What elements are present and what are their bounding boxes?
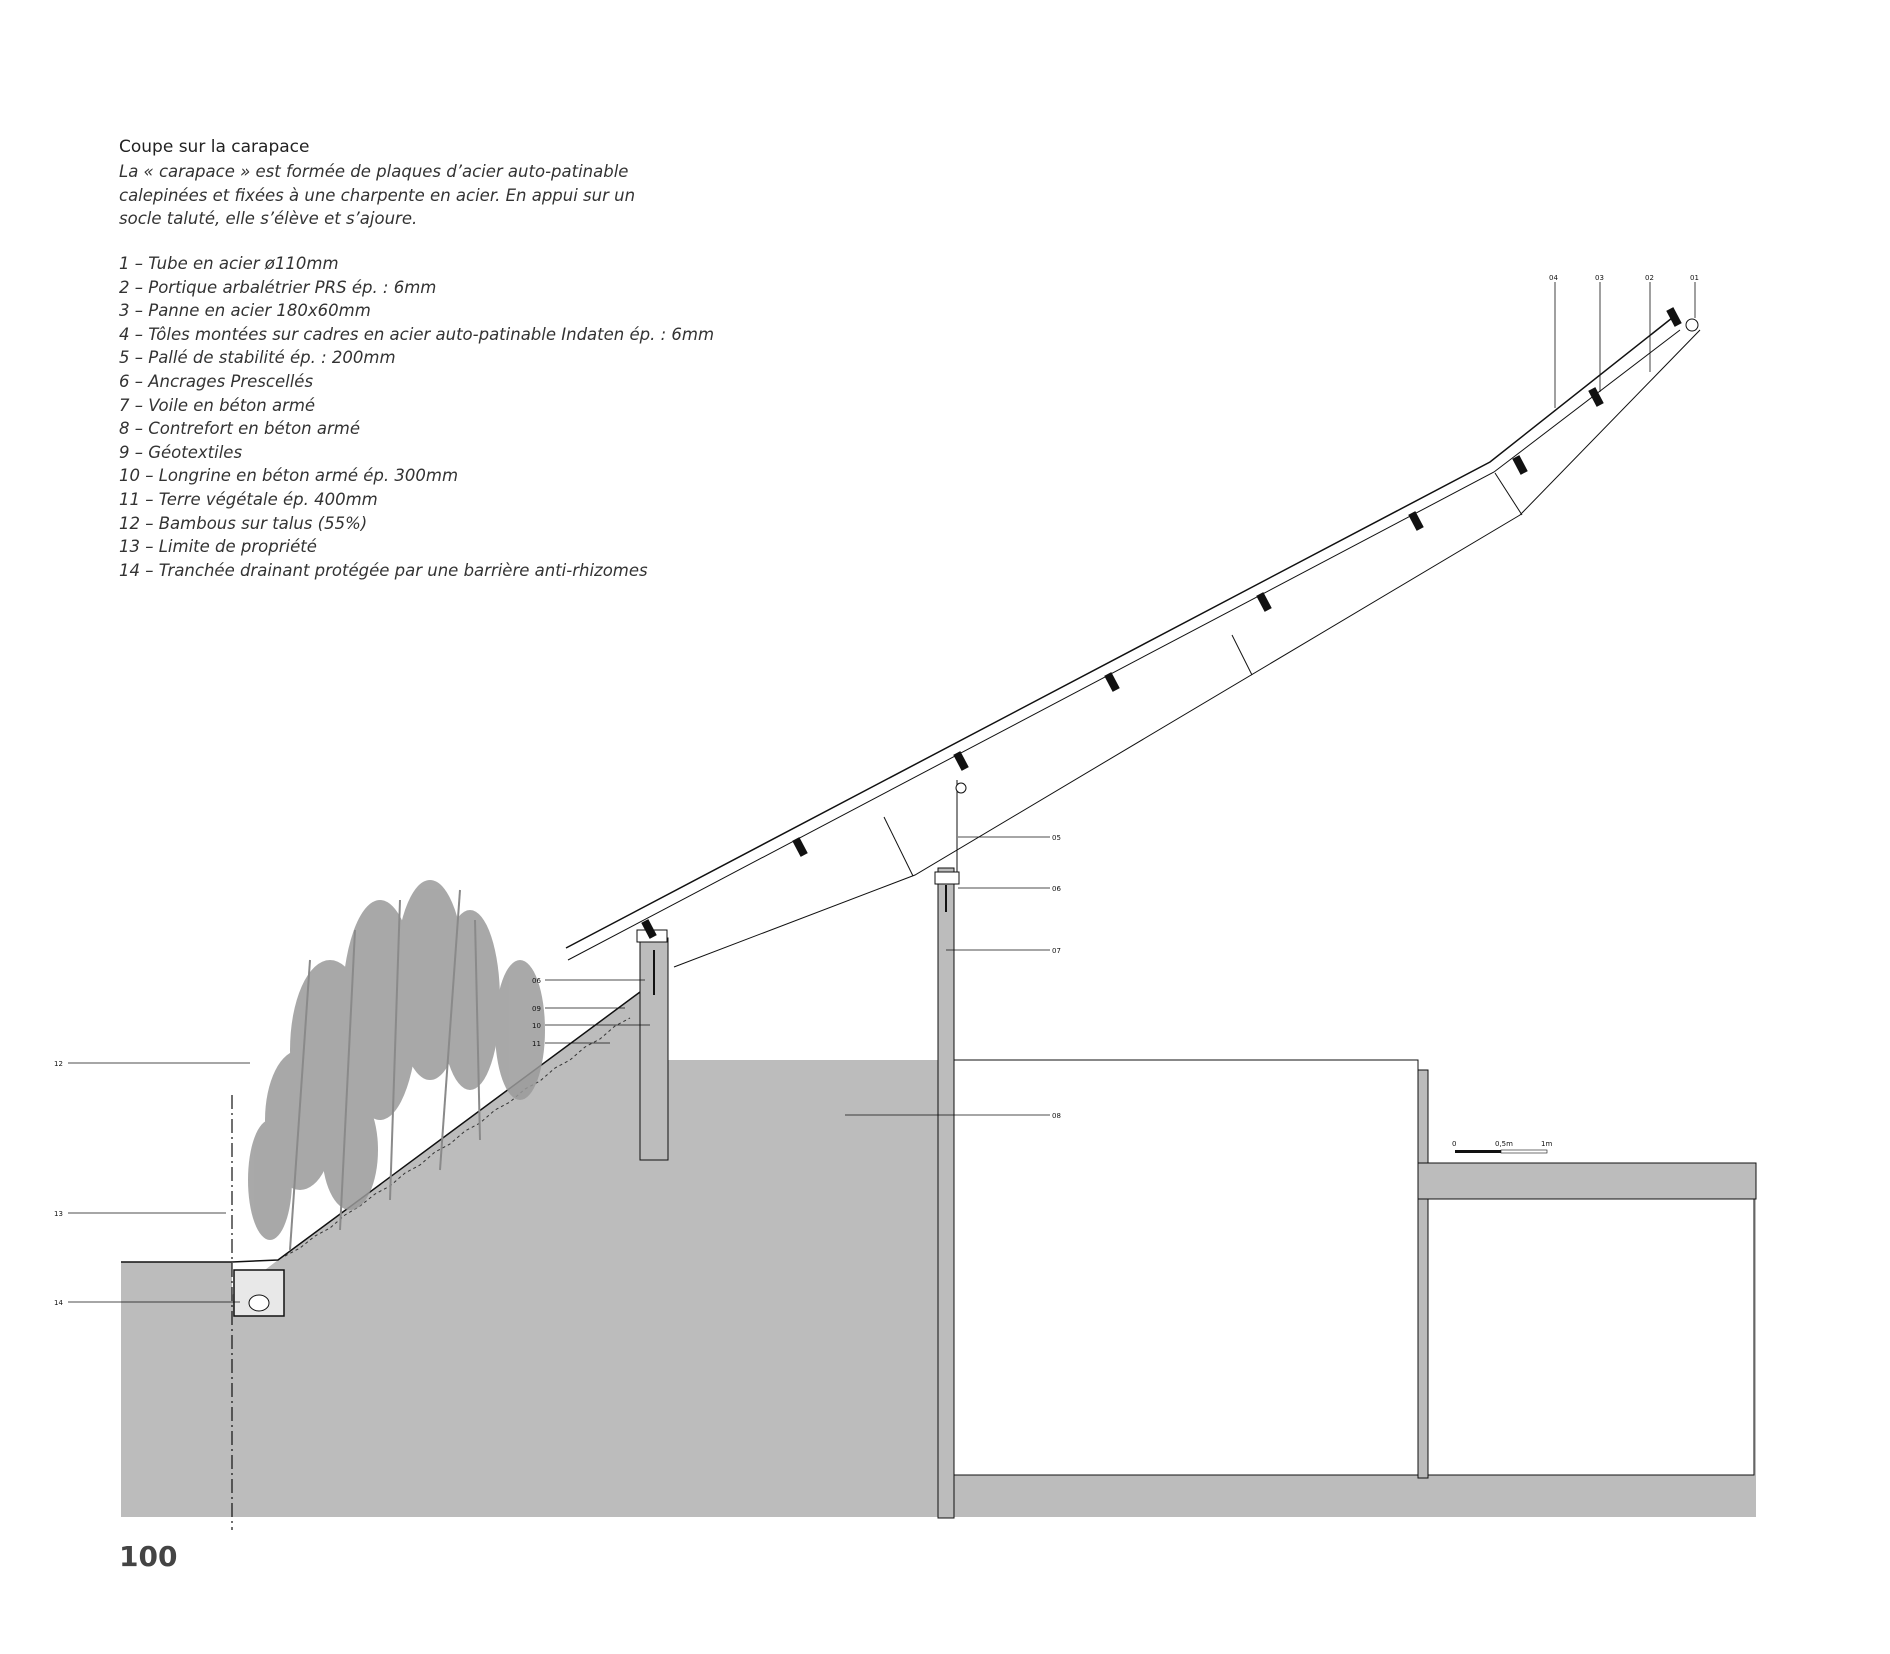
callout-06: 06 bbox=[1052, 885, 1061, 893]
legend-item: 3 – Panne en acier 180x60mm bbox=[119, 301, 371, 321]
callout-09: 09 bbox=[532, 1005, 541, 1013]
legend-item: 2 – Portique arbalétrier PRS ép. : 6mm bbox=[119, 277, 437, 297]
legend-item: 7 – Voile en béton armé bbox=[119, 395, 316, 415]
legend-item: 6 – Ancrages Prescellés bbox=[119, 371, 314, 391]
legend-item: 4 – Tôles montées sur cadres en acier au… bbox=[119, 324, 715, 344]
legend-item: 12 – Bambous sur talus (55%) bbox=[119, 513, 368, 533]
scale-end: 1m bbox=[1541, 1140, 1552, 1148]
truss-diag-2 bbox=[1231, 634, 1253, 676]
callout-leaders bbox=[68, 282, 1696, 1303]
truss-diag-1 bbox=[883, 816, 914, 877]
callout-14: 14 bbox=[54, 1299, 63, 1307]
roof-outer bbox=[565, 317, 1673, 949]
callout-10: 10 bbox=[532, 1022, 541, 1030]
purlins bbox=[641, 307, 1682, 939]
callout-08: 08 bbox=[1052, 1112, 1061, 1120]
callout-06b: 06 bbox=[532, 977, 541, 985]
room-right bbox=[1427, 1198, 1755, 1476]
interior-wall bbox=[1417, 1069, 1429, 1479]
legend-list: 1 – Tube en acier ø110mm 2 – Portique ar… bbox=[119, 252, 714, 582]
page-number: 100 bbox=[119, 1540, 178, 1573]
drawing-title: Coupe sur la carapace bbox=[119, 137, 310, 157]
callout-04: 04 bbox=[1549, 274, 1558, 282]
callout-07: 07 bbox=[1052, 947, 1061, 955]
legend-item: 13 – Limite de propriété bbox=[119, 537, 317, 557]
callout-05: 05 bbox=[1052, 834, 1061, 842]
scale-bar: 0 0,5m 1m bbox=[1452, 1140, 1552, 1154]
callout-12: 12 bbox=[54, 1060, 63, 1068]
concrete-wall-07 bbox=[937, 867, 955, 1519]
concrete-floor bbox=[952, 1475, 1756, 1517]
scale-mid: 0,5m bbox=[1495, 1140, 1513, 1148]
legend-item: 8 – Contrefort en béton armé bbox=[119, 419, 360, 439]
support-plate-right bbox=[934, 871, 960, 885]
legend-item: 10 – Longrine en béton armé ép. 300mm bbox=[119, 466, 459, 486]
legend-item: 9 – Géotextiles bbox=[119, 442, 243, 462]
roof-inner bbox=[567, 329, 1681, 961]
callout-13: 13 bbox=[54, 1210, 63, 1218]
legend-item: 14 – Tranchée drainant protégée par une … bbox=[119, 560, 648, 580]
legend-item: 1 – Tube en acier ø110mm bbox=[119, 254, 339, 273]
slope-hatch bbox=[284, 1017, 631, 1257]
callout-02: 02 bbox=[1645, 274, 1654, 282]
truss-lower-chord bbox=[673, 329, 1701, 968]
callout-03: 03 bbox=[1595, 274, 1604, 282]
callout-01: 01 bbox=[1690, 274, 1699, 282]
drain-pipe bbox=[248, 1294, 270, 1312]
slab-upper bbox=[1417, 1162, 1757, 1200]
bamboo-stems bbox=[289, 889, 481, 1251]
callout-11: 11 bbox=[532, 1040, 541, 1048]
tube-node bbox=[955, 782, 967, 794]
drainage-trench bbox=[233, 1269, 285, 1317]
legend-item: 5 – Pallé de stabilité ép. : 200mm bbox=[119, 348, 396, 368]
legend-item: 11 – Terre végétale ép. 400mm bbox=[119, 489, 378, 509]
drawing-description: La « carapace » est formée de plaques d’… bbox=[119, 162, 636, 228]
bamboo-foliage bbox=[248, 880, 545, 1240]
scale-start: 0 bbox=[1452, 1140, 1456, 1148]
steel-tube bbox=[1685, 318, 1699, 332]
room-left bbox=[953, 1059, 1419, 1476]
truss-diag-3 bbox=[1494, 472, 1523, 516]
